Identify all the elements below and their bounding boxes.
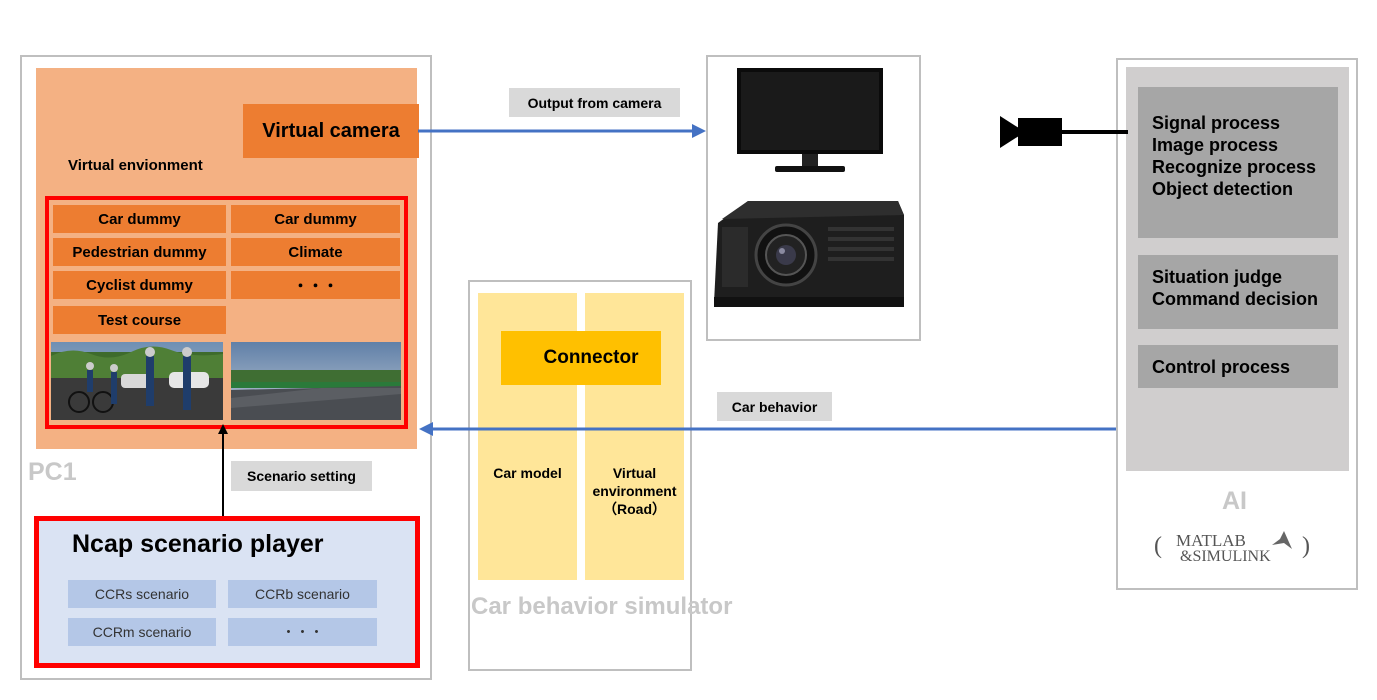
scenario-setting-arrow — [218, 424, 228, 520]
cell-pedestrian-dummy: Pedestrian dummy — [53, 238, 226, 266]
ai-block-recognition: Signal process Image process Recognize p… — [1138, 87, 1338, 238]
image-process-text: Image process — [1152, 135, 1279, 155]
scene-image-road — [231, 342, 401, 420]
logo-line-2: &SIMULINK — [1180, 548, 1271, 565]
cell-cyclist-dummy: Cyclist dummy — [53, 271, 226, 299]
scenario-ccrs: CCRs scenario — [68, 580, 216, 608]
scenario-text: ・・・ — [281, 624, 324, 640]
pc1-label: PC1 — [28, 458, 77, 486]
dummies-highlight — [45, 196, 408, 429]
simulator-label: Car behavior simulator — [471, 593, 733, 620]
logo-paren-open: ( — [1154, 533, 1162, 559]
car-behavior-label: Car behavior — [717, 392, 832, 421]
cell-climate: Climate — [231, 238, 400, 266]
scene-image-dummies — [51, 342, 223, 420]
virtual-environment-road-label: Virtual environment （Road） — [585, 464, 684, 518]
label-text: Scenario setting — [247, 468, 356, 484]
scenario-ccrb: CCRb scenario — [228, 580, 377, 608]
camera-icon — [1000, 116, 1128, 148]
scenario-text: CCRm scenario — [92, 624, 192, 640]
car-behavior-arrow — [419, 422, 1129, 436]
ve-line-2: environment — [592, 483, 677, 499]
cell-text: Car dummy — [274, 210, 357, 228]
control-process-text: Control process — [1152, 357, 1291, 377]
scenario-ccrm: CCRm scenario — [68, 618, 216, 646]
cell-text: Climate — [288, 243, 343, 261]
ai-label: AI — [1222, 487, 1247, 515]
ncap-title: Ncap scenario player — [72, 530, 324, 558]
cell-car-dummy-1: Car dummy — [53, 205, 226, 233]
label-text: Car behavior — [731, 398, 818, 415]
cell-car-dummy-2: Car dummy — [231, 205, 400, 233]
output-from-camera-label: Output from camera — [509, 88, 680, 117]
scenario-text: CCRs scenario — [94, 586, 190, 602]
signal-process-text: Signal process — [1152, 113, 1281, 133]
matlab-membrane-icon — [1272, 531, 1292, 549]
monitor-icon — [737, 68, 883, 172]
connector-label: Connector — [543, 347, 639, 368]
cell-text: Pedestrian dummy — [72, 243, 207, 261]
cell-text: ・・・ — [292, 277, 338, 295]
cell-test-course: Test course — [53, 306, 226, 334]
cell-text: Car dummy — [98, 210, 181, 228]
cell-text: Test course — [97, 311, 182, 329]
cell-ellipsis: ・・・ — [231, 271, 400, 299]
ai-block-control: Control process — [1138, 345, 1338, 388]
recognize-process-text: Recognize process — [1152, 157, 1317, 177]
output-arrow — [418, 124, 706, 138]
matlab-simulink-logo: ( MATLAB &SIMULINK ) — [1150, 527, 1320, 569]
scenario-text: CCRb scenario — [255, 586, 350, 602]
ai-block-decision: Situation judge Command decision — [1138, 255, 1338, 329]
cell-text: Cyclist dummy — [86, 276, 193, 294]
car-model-label: Car model — [493, 465, 562, 481]
logo-paren-close: ) — [1302, 533, 1310, 559]
ve-line-1: Virtual — [612, 465, 657, 481]
projector-icon — [714, 201, 904, 307]
virtual-environment-label: Virtual envionment — [68, 157, 203, 174]
scenario-ellipsis: ・・・ — [228, 618, 377, 646]
label-text: Output from camera — [527, 94, 662, 111]
connector-box: Connector — [501, 331, 661, 385]
logo-line-1: MATLAB — [1176, 531, 1246, 550]
command-decision-text: Command decision — [1152, 289, 1319, 309]
object-detection-text: Object detection — [1152, 179, 1294, 199]
situation-judge-text: Situation judge — [1152, 267, 1282, 287]
virtual-camera-label: Virtual camera — [262, 119, 400, 142]
virtual-camera-box: Virtual camera — [243, 104, 419, 158]
scenario-setting-label: Scenario setting — [231, 461, 372, 491]
ve-line-3: （Road） — [603, 501, 666, 517]
